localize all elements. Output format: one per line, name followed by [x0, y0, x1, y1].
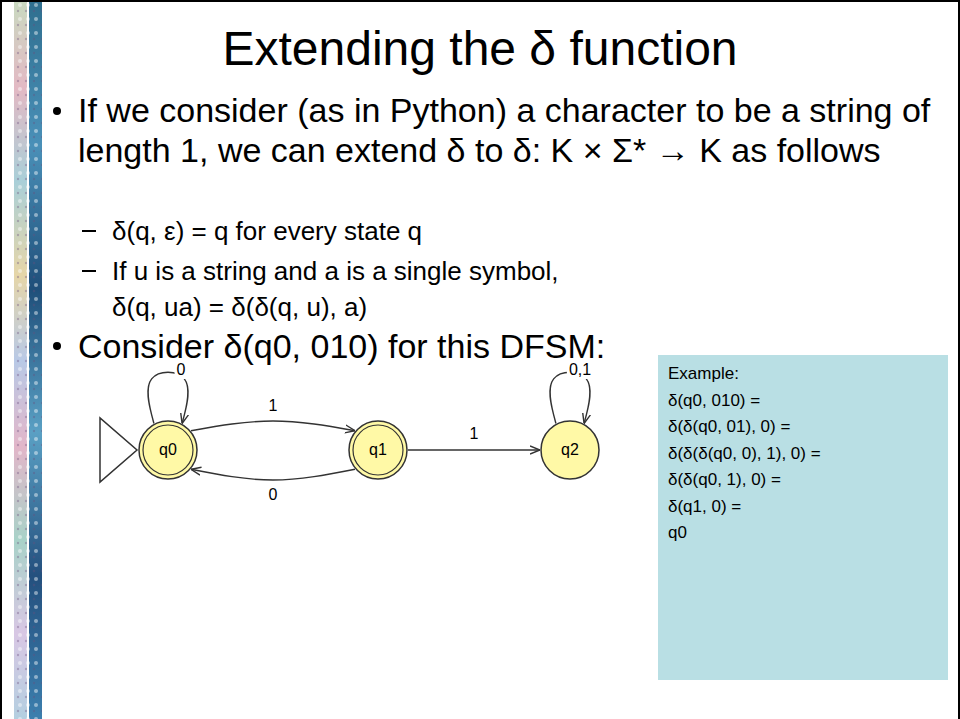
transition-arrow — [408, 449, 540, 450]
state-ring — [139, 421, 197, 479]
bullet-text: If we consider (as in Python) a characte… — [78, 90, 948, 170]
decor-strip — [29, 2, 42, 719]
state-name: q1 — [369, 440, 387, 460]
sub-bullet-dash — [82, 270, 96, 272]
edge-label: 0 — [175, 361, 188, 379]
example-line: δ(δ(q0, 01), 0) = — [668, 414, 938, 441]
example-line: Example: — [668, 361, 938, 388]
example-line: δ(q1, 0) = — [668, 494, 938, 521]
bullet-dot — [53, 107, 61, 115]
state-name: q0 — [159, 440, 177, 460]
accept-ring — [353, 425, 403, 475]
start-arrow — [100, 418, 137, 482]
sub-bullet-text: If u is a string and a is a single symbo… — [112, 253, 582, 325]
state-name: q2 — [561, 440, 579, 460]
state-ring — [541, 421, 599, 479]
self-loop — [148, 372, 188, 423]
state-circle: q1 — [348, 420, 408, 480]
self-loop — [550, 372, 590, 423]
transition-arrow — [191, 421, 355, 431]
sub-bullet-text: δ(q, ε) = q for every state q — [112, 214, 812, 248]
example-line: δ(q0, 010) = — [668, 388, 938, 415]
example-line: δ(δ(q0, 1), 0) = — [668, 467, 938, 494]
sub-bullet-dash — [82, 230, 96, 232]
decor-strip — [14, 2, 27, 719]
decor-pattern — [14, 2, 27, 719]
example-line: δ(δ(δ(q0, 0), 1), 0) = — [668, 441, 938, 468]
edge-label: 1 — [267, 397, 280, 415]
transition-arrow — [191, 469, 355, 480]
edge-label: 0,1 — [567, 361, 593, 379]
edge-label: 0 — [267, 486, 280, 504]
state-circle: q0 — [138, 420, 198, 480]
state-circle: q2 — [540, 420, 600, 480]
edge-label: 1 — [468, 425, 481, 443]
state-ring — [349, 421, 407, 479]
slide-title: Extending the δ function — [0, 20, 960, 78]
example-box: Example:δ(q0, 010) =δ(δ(q0, 01), 0) =δ(δ… — [658, 355, 948, 680]
example-line: q0 — [668, 520, 938, 547]
accept-ring — [143, 425, 193, 475]
bullet-dot — [53, 342, 61, 350]
decor-pattern — [29, 2, 42, 719]
